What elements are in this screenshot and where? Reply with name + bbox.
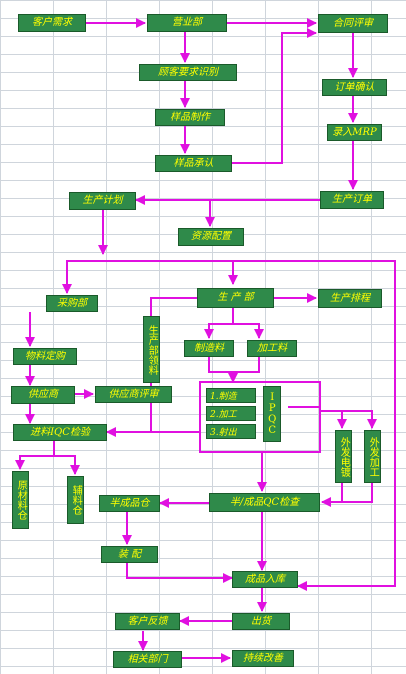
node-auxiliary-warehouse: 辅料仓: [67, 476, 84, 524]
node-sample-approval: 样品承认: [155, 155, 232, 172]
node-supplier-review: 供应商评审: [95, 386, 172, 403]
node-step-injection: 1.制造: [206, 388, 256, 403]
node-customer-feedback: 客户反馈: [115, 613, 180, 630]
node-production-schedule: 生产排程: [318, 289, 382, 308]
node-prod-dept-material: 生产部领料: [143, 316, 160, 383]
arrow-to-purchasing: [62, 260, 82, 294]
arrow-iqc-to-aux: [54, 455, 80, 475]
node-continuous-improvement: 持续改善: [232, 650, 294, 667]
node-production-dept: 生 产 部: [197, 288, 274, 308]
arrow-prod-to-injection: [204, 308, 234, 339]
node-customer-demand: 客户需求: [18, 14, 86, 32]
node-raw-material-warehouse: 原材料仓: [12, 471, 29, 529]
node-material-ordering: 物料定购: [13, 348, 77, 365]
arrow-assembly-to-finished: [126, 563, 233, 583]
node-ipqc: IPQC: [263, 386, 281, 442]
node-sample-making: 样品制作: [155, 109, 225, 126]
arrow-prod-to-processing: [233, 323, 264, 339]
node-related-departments: 相关部门: [113, 651, 182, 668]
line-prod-to-material: [150, 297, 197, 316]
node-semi-finished-qc: 半/成品QC检查: [209, 493, 320, 512]
node-contract-review: 合同评审: [318, 14, 388, 33]
node-step-processing: 2.加工: [206, 406, 256, 421]
node-order-confirm: 订单确认: [322, 79, 387, 96]
arrow-iqc-to-warehouses: [15, 441, 55, 470]
node-purchasing-dept: 采购部: [46, 295, 98, 312]
arrow-outsource2-to-qc: [342, 483, 373, 503]
node-finished-storage: 成品入库: [232, 571, 298, 588]
node-outsource-processing: 外发加工: [364, 430, 381, 483]
node-semi-product-warehouse: 半成品仓: [99, 495, 160, 512]
line-distribution-top: [82, 260, 396, 591]
line-to-outsource-plating: [320, 410, 347, 429]
node-production-order: 生产订单: [320, 191, 384, 209]
node-customer-req-id: 顾客要求识别: [139, 64, 237, 81]
node-step-shooting: 3.射出: [206, 424, 256, 439]
line-to-outsource-processing: [320, 410, 377, 429]
node-sales-dept: 营业部: [147, 14, 227, 32]
node-assembly: 装 配: [101, 546, 158, 563]
node-processing-material: 加工料: [247, 340, 297, 357]
arrow-approval-to-contract: [232, 28, 317, 164]
arrow-outsource-to-qc: [321, 483, 343, 507]
node-injection-material: 制造料: [184, 340, 234, 357]
node-incoming-iqc: 进料IQC检验: [13, 424, 107, 441]
line-materials-to-steps: [208, 357, 260, 373]
ipqc-group-outline: [199, 381, 321, 453]
node-enter-mrp: 录入MRP: [327, 124, 382, 141]
node-outsource-plating: 外发电镀: [335, 430, 352, 483]
node-supplier: 供应商: [11, 386, 75, 404]
node-shipment: 出货: [232, 613, 290, 630]
node-resource-alloc: 资源配置: [178, 228, 244, 246]
node-production-plan: 生产计划: [69, 192, 136, 210]
